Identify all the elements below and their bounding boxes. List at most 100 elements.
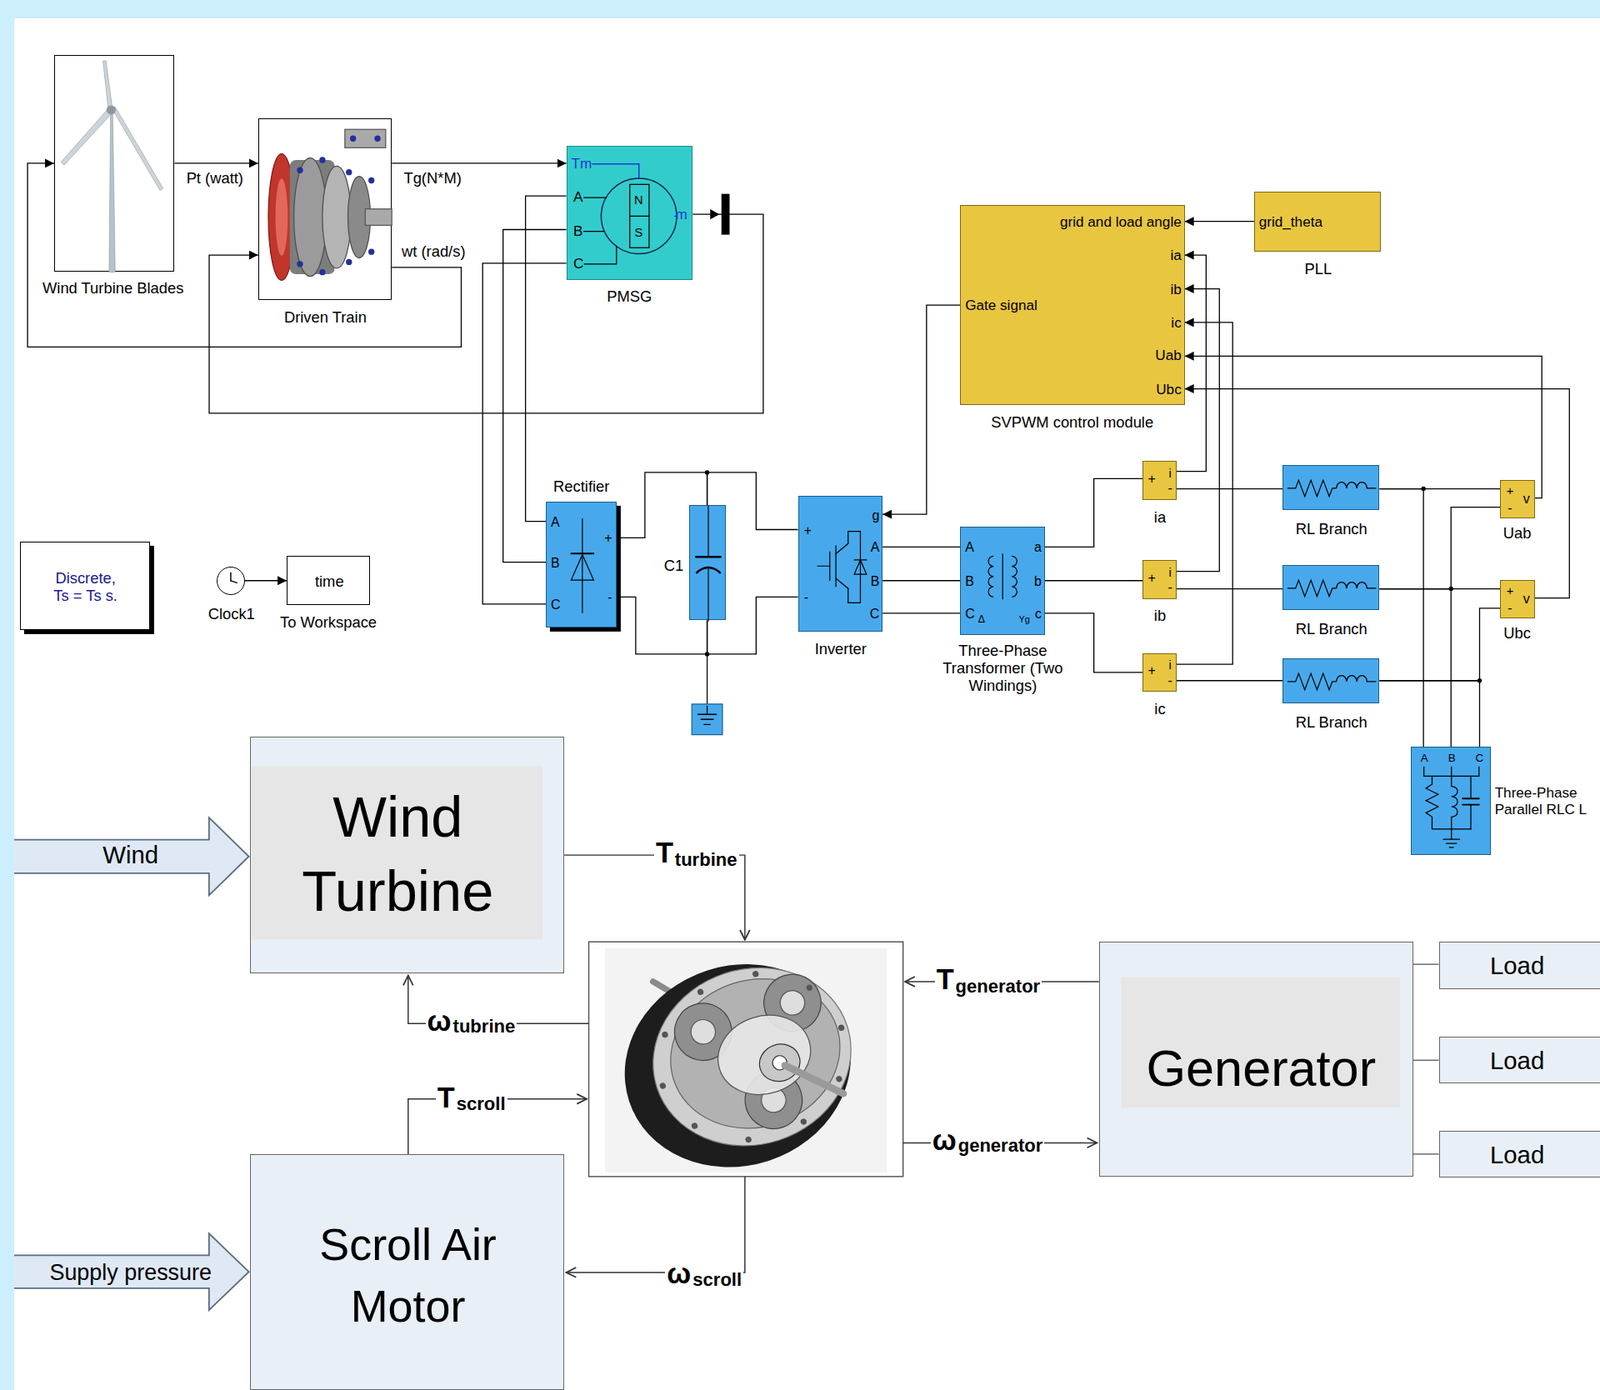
lead (707, 505, 709, 557)
plate (1463, 798, 1480, 800)
lead (1470, 805, 1472, 830)
block-label: Load (1490, 1140, 1545, 1170)
ground (700, 719, 714, 720)
signal-symbol: ω (930, 1125, 959, 1157)
block-label: - (1507, 500, 1512, 515)
inductor-symbol (1336, 582, 1377, 589)
block-label: + (604, 530, 612, 546)
block-label: + (1506, 583, 1515, 598)
gear-face (630, 942, 875, 1171)
block-label: - (1168, 480, 1173, 496)
tower (109, 110, 115, 272)
block-label: A (550, 515, 560, 530)
ground (698, 713, 717, 715)
block-label: RL Branch (1295, 713, 1368, 731)
block-label: ib (1154, 607, 1166, 625)
voltage-meter: +-vUbc (1500, 580, 1535, 620)
block-symbol (217, 567, 246, 596)
bolt (345, 169, 352, 175)
block-symbol (1283, 565, 1380, 611)
wire (1379, 588, 1500, 590)
block-label: Ubc (1155, 381, 1181, 399)
inner-panel (1120, 977, 1400, 1109)
block-label: Load (1490, 1046, 1545, 1075)
block-label: PLL (1304, 260, 1332, 278)
arrow-outline (14, 1233, 250, 1310)
generator-block: TmABCNSmPMSG (566, 145, 694, 280)
ground (1443, 839, 1460, 840)
block-label: Inverter (815, 640, 867, 658)
block-label: + (804, 522, 812, 538)
block-label: Ubc (1503, 625, 1531, 643)
inductor-symbol (1336, 482, 1377, 489)
resistor-symbol (1287, 673, 1337, 690)
signal-symbol: ω (665, 1259, 693, 1291)
block-label: C (870, 606, 880, 622)
block-label: c (1035, 606, 1042, 622)
phase-line (583, 245, 616, 265)
bolt (835, 1075, 843, 1083)
igbt-line (847, 588, 849, 603)
capacitor-block: C1 (689, 505, 726, 620)
block-label: C (965, 606, 975, 622)
wire (245, 580, 287, 581)
solver-block: Discrete, Ts = Ts s. (20, 541, 150, 630)
signal-symbol: T (435, 1082, 457, 1115)
signal-subscript: generator (955, 976, 1043, 997)
bolt (659, 1081, 667, 1090)
phase-line (583, 230, 604, 232)
block-label: i (1169, 658, 1172, 673)
drive-train-block: Driven Train (258, 118, 392, 300)
igbt-line (847, 530, 860, 532)
rl-branch: RL Branch (1282, 658, 1380, 704)
hub (106, 105, 116, 115)
block-label: Clock1 (208, 605, 255, 623)
block-label: RL Branch (1295, 520, 1368, 539)
control-block: grid and load angleiaibicUabUbcGate sign… (960, 205, 1185, 405)
block-label: - (1168, 672, 1173, 688)
arrow-fill (14, 1233, 250, 1310)
load-box: Load (1439, 941, 1600, 989)
bolt (751, 970, 760, 978)
planet-hub (776, 987, 808, 1019)
block-label: - (607, 590, 612, 605)
block-label: Gate signal (965, 297, 1038, 315)
block-label: B (573, 223, 583, 240)
block-label: Wind (102, 840, 159, 870)
signal-subscript: tubrine (453, 1016, 518, 1037)
block-symbol (1283, 659, 1380, 705)
goto-block: grid_thetaPLL (1254, 191, 1381, 252)
gearbox (598, 935, 880, 1197)
bolt (837, 1024, 845, 1032)
block-label: A (573, 189, 583, 206)
output-hub (755, 1039, 805, 1087)
lead (707, 567, 709, 622)
block-symbol (259, 119, 393, 301)
rotor (629, 184, 649, 248)
carrier (707, 1003, 821, 1106)
winding (1011, 555, 1017, 597)
gear (322, 165, 351, 268)
load-box: Load (1439, 1036, 1600, 1084)
output-shaft (785, 1050, 844, 1109)
signal-label: Pt (watt) (185, 170, 245, 187)
signal-label: Tg(N*M) (401, 170, 463, 187)
transformer-block: ABCabcΔYgThree-Phase Transformer (Two Wi… (960, 526, 1045, 635)
block-label: Scroll Air Motor (265, 1214, 551, 1337)
wire (1176, 488, 1283, 490)
bolt (368, 249, 375, 255)
system-box: Scroll Air Motor (250, 1154, 565, 1390)
block-symbol (1283, 465, 1380, 511)
wire (1379, 608, 1500, 681)
input-arrow: Supply pressure (14, 1232, 250, 1311)
wire (1413, 1060, 1440, 1061)
igbt-line (859, 531, 860, 604)
block-label: + (1148, 663, 1156, 679)
bolt (350, 135, 356, 142)
page-panel (14, 18, 1600, 1390)
block-label: Load (1490, 951, 1545, 980)
lead (1451, 829, 1453, 840)
block-label: A (870, 540, 880, 555)
block-label: C1 (664, 557, 684, 575)
phase-line (583, 197, 606, 199)
